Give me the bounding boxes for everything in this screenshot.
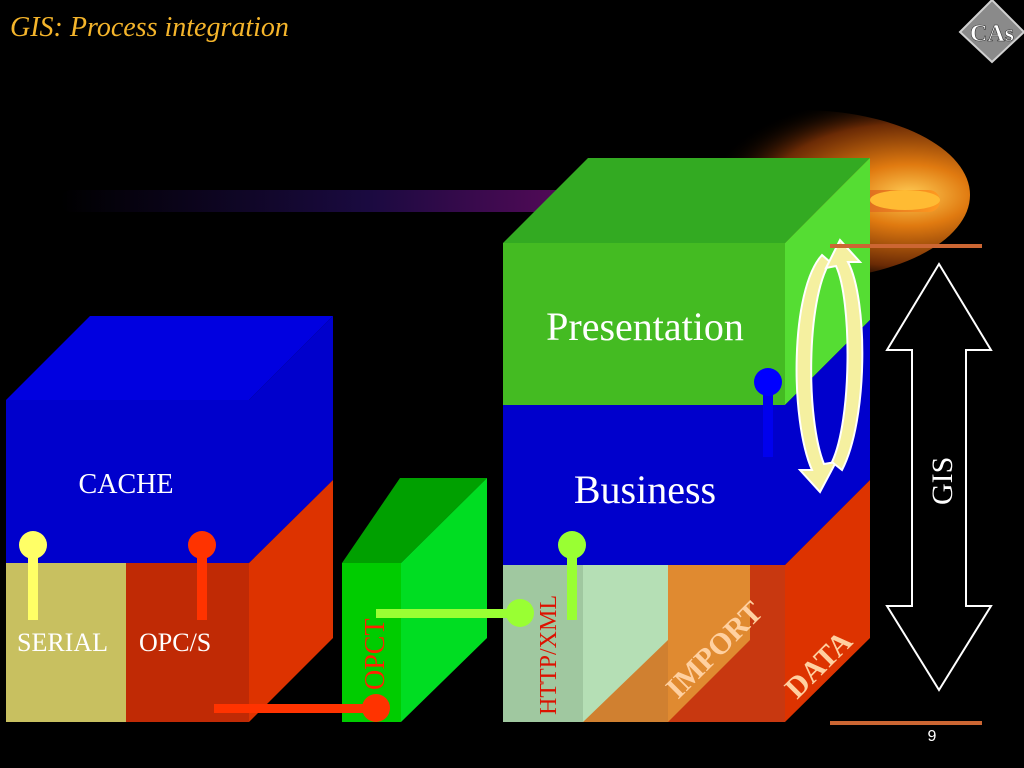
opcs-label: OPC/S xyxy=(139,628,211,657)
logo-text: CAs xyxy=(970,21,1014,47)
cas-logo: CAs xyxy=(958,0,1024,64)
opct-link-connector xyxy=(376,599,534,627)
right-block xyxy=(503,158,870,722)
serial-connector xyxy=(19,531,47,620)
serial-label: SERIAL xyxy=(17,628,108,657)
bottom-rule xyxy=(830,721,982,725)
cycle-arrows-icon xyxy=(795,238,864,494)
http-xml-connector xyxy=(558,531,586,620)
slide-title: GIS: Process integration xyxy=(10,12,289,43)
presentation-label: Presentation xyxy=(546,304,744,349)
top-rule xyxy=(830,244,982,248)
presentation-connector xyxy=(754,368,782,457)
page-number: 9 xyxy=(928,728,937,745)
opct-label: OPCT xyxy=(360,618,391,690)
cache-label: CACHE xyxy=(79,469,174,500)
http-xml-label: HTTP/XML xyxy=(536,595,562,715)
gis-label: GIS xyxy=(926,457,959,505)
left-block xyxy=(6,316,333,722)
opcs-link-connector xyxy=(214,694,390,722)
gis-double-arrow-icon xyxy=(830,244,993,725)
middle-block xyxy=(342,478,487,722)
opcs-connector xyxy=(188,531,216,620)
business-label: Business xyxy=(574,467,716,512)
